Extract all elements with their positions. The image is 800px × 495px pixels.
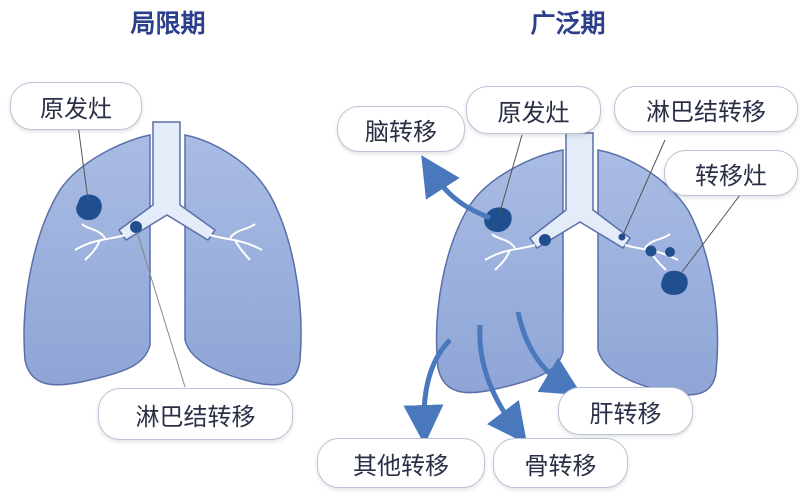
- ext-primary-label: 原发灶: [466, 86, 601, 134]
- extensive-lung-right-shape: [597, 149, 719, 396]
- limited-bronchi-right: [209, 223, 263, 261]
- ext-brain-label: 脑转移: [337, 106, 465, 152]
- ext-bone-label: 骨转移: [493, 438, 628, 488]
- ext-lymph-leader: [622, 139, 666, 236]
- ext-primary-leader: [499, 134, 523, 213]
- extensive-lungs: [403, 132, 741, 445]
- ext-metastasis-label: 转移灶: [664, 150, 798, 196]
- ext-other-label: 其他转移: [317, 438, 485, 488]
- limited-lymph-label: 淋巴结转移: [98, 388, 293, 440]
- extensive-lymph-node-1: [539, 234, 551, 246]
- extensive-lymph-node-2: [618, 233, 626, 241]
- limited-lymph-leader: [136, 231, 186, 388]
- limited-primary-tumor: [76, 194, 102, 221]
- limited-bronchi-left: [74, 223, 126, 261]
- extensive-lymph-node-3: [645, 245, 657, 257]
- limited-primary-leader: [77, 124, 89, 201]
- extensive-trachea: [528, 132, 632, 250]
- limited-primary-label: 原发灶: [10, 82, 142, 130]
- limited-lung-right-shape: [184, 134, 302, 386]
- extensive-primary-tumor: [484, 207, 512, 232]
- extensive-lymph-node-4: [665, 247, 675, 257]
- limited-lung-left-shape: [23, 134, 151, 386]
- limited-lymph-node: [130, 221, 142, 233]
- brain-metastasis-arrow: [421, 155, 491, 221]
- bone-metastasis-arrow: [477, 324, 528, 444]
- ext-liver-label: 肝转移: [558, 387, 693, 435]
- liver-metastasis-arrow: [515, 311, 583, 396]
- ext-lymph-label: 淋巴结转移: [614, 86, 798, 132]
- extensive-lung-left-shape: [435, 149, 564, 394]
- extensive-bronchi-left: [484, 233, 536, 271]
- ext-metastasis-leader: [681, 194, 741, 273]
- limited-stage-title: 局限期: [130, 9, 206, 38]
- limited-trachea: [117, 121, 217, 242]
- other-metastasis-arrow: [403, 338, 452, 445]
- extensive-stage-title: 广泛期: [530, 9, 606, 38]
- limited-lungs: [23, 121, 302, 388]
- extensive-metastasis-tumor: [661, 270, 688, 295]
